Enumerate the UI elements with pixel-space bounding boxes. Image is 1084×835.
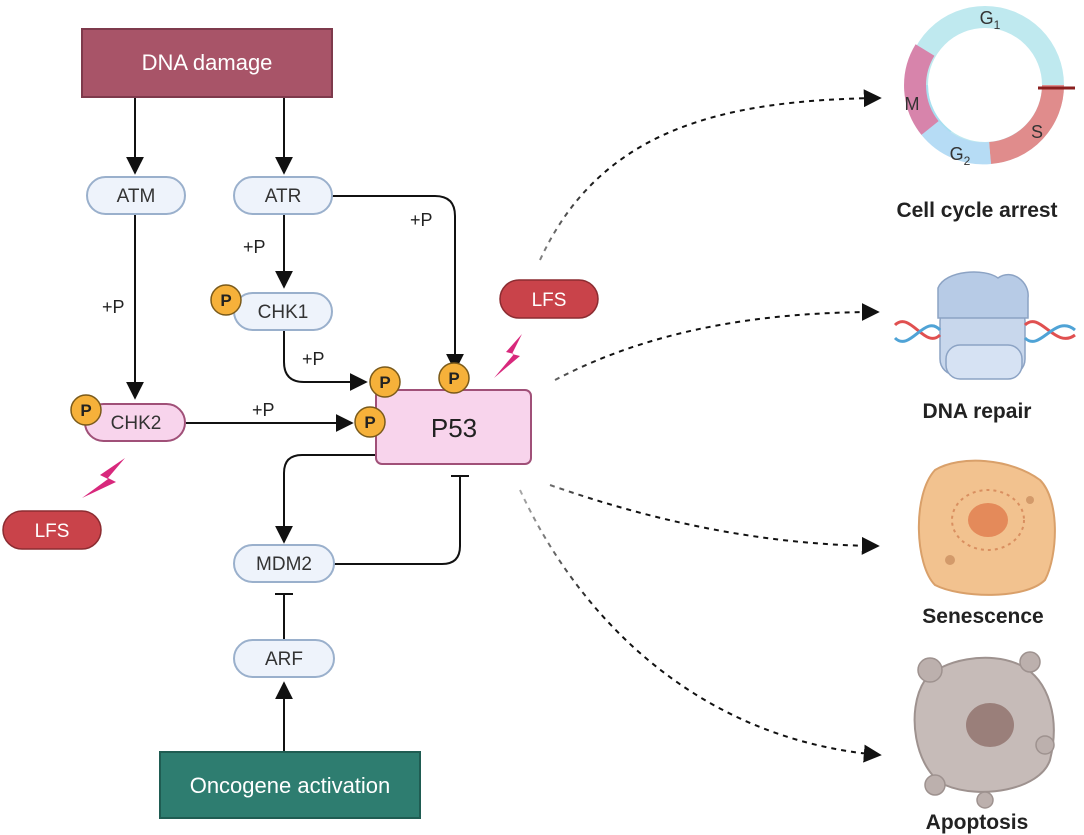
p53-label: P53: [431, 413, 477, 443]
pathway-edges: [126, 97, 469, 752]
oncogene-activation-label: Oncogene activation: [190, 773, 391, 798]
oncogene-activation-box: Oncogene activation: [159, 751, 421, 819]
dashed-edge-senescence: [549, 484, 880, 555]
label-chk2-p53: +P: [252, 400, 275, 420]
phospho-badges: P P P P P: [70, 284, 470, 438]
phospho-badge-chk2: P: [70, 394, 102, 426]
svg-text:P: P: [379, 373, 390, 392]
outcome-senescence: Senescence: [922, 605, 1043, 628]
label-chk1-p53: +P: [302, 349, 325, 369]
phospho-badge-chk1: P: [210, 284, 242, 316]
chk1-label: CHK1: [258, 302, 309, 323]
label-atm-chk2: +P: [102, 297, 125, 317]
dna-damage-label: DNA damage: [142, 50, 273, 75]
svg-text:M: M: [905, 94, 920, 114]
outcome-dna-repair: DNA repair: [923, 400, 1032, 423]
arf-label: ARF: [265, 649, 303, 670]
lfs-top: LFS: [499, 279, 599, 319]
svg-text:P: P: [448, 369, 459, 388]
svg-text:P: P: [80, 401, 91, 420]
apoptosis-cell-icon: [913, 651, 1055, 809]
atm-label: ATM: [117, 186, 156, 207]
node-mdm2: MDM2: [233, 544, 335, 583]
label-atr-p53: +P: [410, 210, 433, 230]
svg-text:G1: G1: [980, 8, 1001, 32]
node-chk1: CHK1: [233, 292, 333, 331]
lfs-bottom-label: LFS: [35, 521, 70, 542]
senescence-cell-icon: [917, 459, 1056, 596]
dashed-edge-apoptosis: [519, 489, 882, 763]
phospho-badge-p53-3: P: [354, 406, 386, 438]
node-p53: P53: [375, 389, 532, 465]
node-atm: ATM: [86, 176, 186, 215]
dna-damage-box: DNA damage: [81, 28, 333, 98]
edge-chk1-p53: [283, 330, 368, 391]
phospho-badge-p53-2: P: [438, 362, 470, 394]
svg-text:P: P: [220, 291, 231, 310]
dna-repair-icon: [893, 271, 1076, 380]
phospho-badge-p53-1: P: [369, 366, 401, 398]
mdm2-label: MDM2: [256, 554, 312, 575]
label-atr-chk1: +P: [243, 237, 266, 257]
edge-mdm2-inhibits-p53: [334, 476, 461, 565]
chk2-label: CHK2: [111, 413, 162, 434]
dashed-edge-cell-cycle: [539, 89, 882, 261]
lightning-icon: [82, 458, 125, 498]
lfs-bottom: LFS: [2, 510, 102, 550]
lightning-icon: [494, 334, 522, 378]
edge-atr-p53: [332, 195, 464, 372]
svg-text:S: S: [1031, 122, 1043, 142]
lfs-top-label: LFS: [532, 290, 567, 311]
node-arf: ARF: [233, 639, 335, 678]
outcome-edges: [519, 89, 882, 763]
svg-text:P: P: [364, 413, 375, 432]
node-atr: ATR: [233, 176, 333, 215]
svg-text:G2: G2: [950, 144, 971, 168]
outcome-cell-cycle-arrest: Cell cycle arrest: [896, 199, 1057, 222]
edge-p53-mdm2: [275, 454, 376, 544]
atr-label: ATR: [265, 186, 302, 207]
dashed-edge-dna-repair: [554, 303, 880, 381]
cell-cycle-icon: G1 S G2 M: [904, 6, 1075, 168]
outcome-apoptosis: Apoptosis: [926, 811, 1029, 834]
